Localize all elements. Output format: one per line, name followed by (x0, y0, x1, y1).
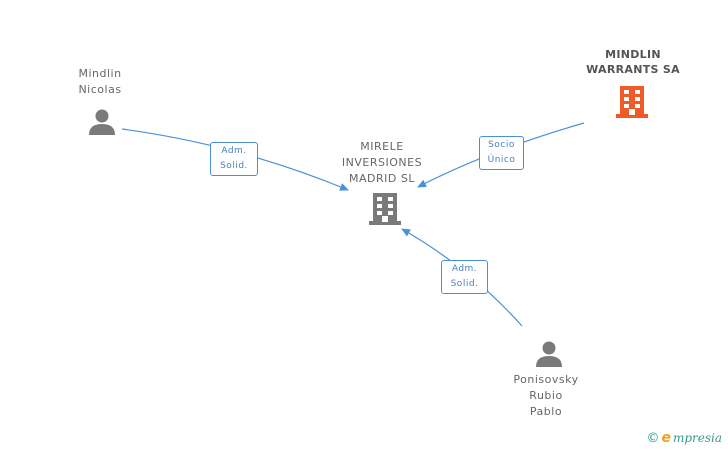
person-icon[interactable] (87, 107, 117, 137)
copyright-symbol: © (646, 430, 660, 446)
node-label-mindlin-warrants[interactable]: MINDLIN WARRANTS SA (586, 48, 680, 76)
brand-logo-initial: e (661, 430, 671, 446)
edge-label-adm-solid: Adm. Solid. (441, 260, 488, 294)
node-label-mirele[interactable]: MIRELE INVERSIONES MADRID SL (341, 140, 423, 185)
edge-label-socio-unico: Socio Único (479, 136, 524, 170)
node-label-ponisovsky[interactable]: Ponisovsky Rubio Pablo (513, 373, 579, 418)
building-icon[interactable] (369, 191, 401, 225)
edge-label-adm-solid: Adm. Solid. (210, 142, 258, 176)
brand-name: mpresia (672, 431, 722, 445)
building-icon-highlight[interactable] (616, 84, 648, 118)
node-label-mindlin-nicolas[interactable]: Mindlin Nicolas (78, 67, 122, 96)
person-icon[interactable] (534, 339, 564, 369)
